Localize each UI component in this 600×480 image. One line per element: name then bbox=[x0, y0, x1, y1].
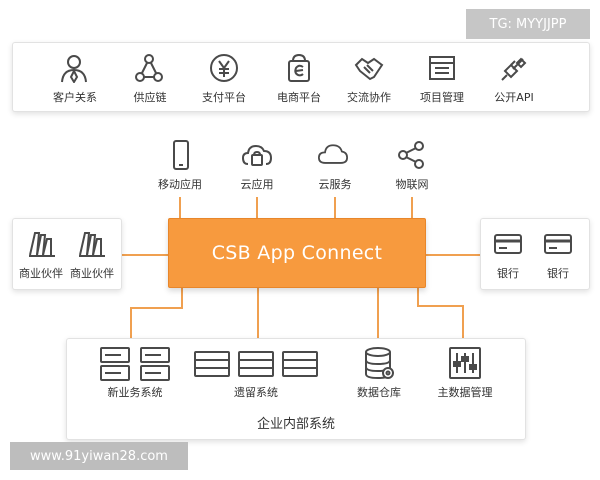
cloud-bag-icon[interactable] bbox=[242, 140, 272, 170]
enterprise-title: 企业内部系统 bbox=[256, 417, 336, 432]
bank-label: 银行 bbox=[497, 267, 519, 280]
top-item-label: 电商平台 bbox=[277, 91, 321, 104]
top-item-label: 供应链 bbox=[133, 91, 167, 104]
top-item-label: 公开API bbox=[494, 91, 534, 104]
share-icon[interactable] bbox=[396, 140, 426, 170]
partner-label: 商业伙伴 bbox=[19, 267, 63, 280]
window-icon[interactable] bbox=[427, 53, 457, 83]
top-item-label: 项目管理 bbox=[420, 91, 464, 104]
handshake-icon[interactable] bbox=[354, 53, 384, 83]
legacy-server-icon[interactable] bbox=[193, 351, 319, 377]
cloud-item-label: 云服务 bbox=[318, 178, 352, 191]
enterprise-item-label: 数据仓库 bbox=[357, 386, 401, 399]
left-partner-panel: 商业伙伴 商业伙伴 bbox=[12, 218, 122, 290]
database-icon[interactable] bbox=[364, 347, 396, 381]
top-item-label: 支付平台 bbox=[202, 91, 246, 104]
enterprise-item-label: 遗留系统 bbox=[234, 386, 278, 399]
csb-app-connect-hub[interactable]: CSB App Connect bbox=[168, 218, 426, 288]
top-item-label: 客户关系 bbox=[53, 91, 97, 104]
bank-card-icon[interactable] bbox=[493, 229, 523, 259]
partner-label: 商业伙伴 bbox=[70, 267, 114, 280]
user-icon[interactable] bbox=[59, 53, 89, 83]
tg-watermark: TG: MYYJJPP bbox=[466, 9, 590, 39]
top-item-label: 交流协作 bbox=[347, 91, 391, 104]
partner-icon[interactable] bbox=[27, 229, 57, 259]
server-icon[interactable] bbox=[99, 347, 171, 381]
cloud-item-label: 云应用 bbox=[240, 178, 274, 191]
shopping-bag-icon[interactable] bbox=[284, 53, 314, 83]
bank-card-icon[interactable] bbox=[543, 229, 573, 259]
cloud-icon[interactable] bbox=[318, 140, 348, 170]
plug-icon[interactable] bbox=[499, 53, 529, 83]
right-bank-panel: 银行 银行 bbox=[480, 218, 590, 290]
sliders-icon[interactable] bbox=[449, 347, 481, 379]
enterprise-item-label: 新业务系统 bbox=[107, 386, 163, 399]
yuan-icon[interactable] bbox=[209, 53, 239, 83]
cloud-item-label: 移动应用 bbox=[158, 178, 202, 191]
enterprise-panel: 新业务系统 遗留系统 数据仓库 主数据管理 企业内部系统 bbox=[66, 338, 526, 440]
partner-icon[interactable] bbox=[77, 229, 107, 259]
network-icon[interactable] bbox=[134, 53, 164, 83]
enterprise-item-label: 主数据管理 bbox=[437, 386, 493, 399]
top-bar-panel: 客户关系 供应链 支付平台 电商平台 交流协作 项目管理 公开API bbox=[12, 42, 590, 112]
mobile-icon[interactable] bbox=[166, 140, 196, 170]
bank-label: 银行 bbox=[547, 267, 569, 280]
cloud-item-label: 物联网 bbox=[395, 178, 429, 191]
site-watermark: www.91yiwan28.com bbox=[10, 442, 188, 470]
